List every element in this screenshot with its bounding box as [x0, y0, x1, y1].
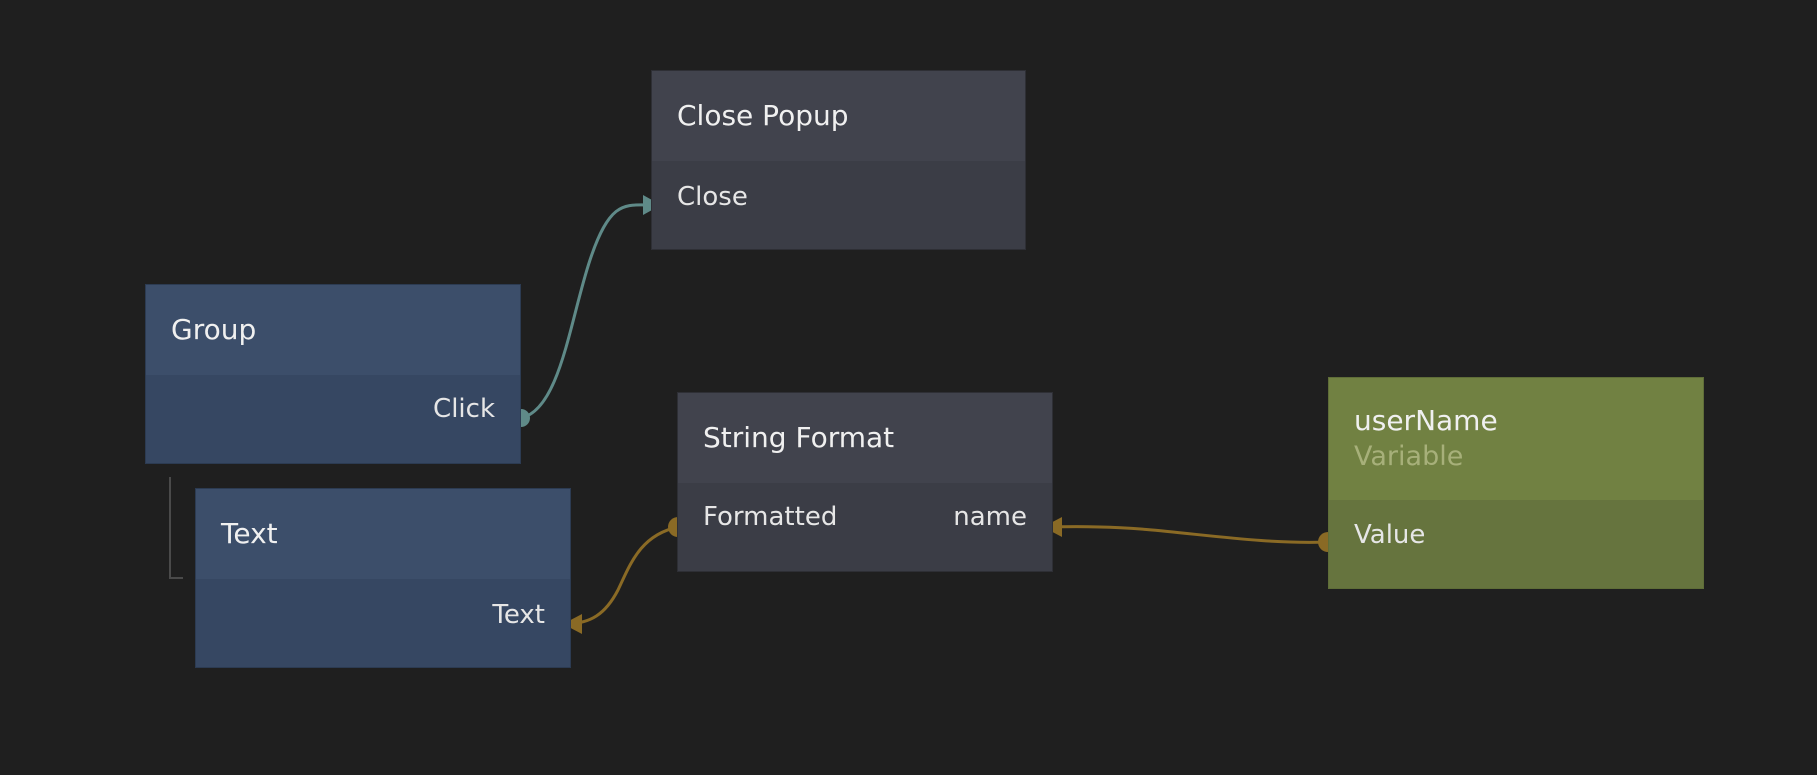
username-node-ports: Value: [1329, 500, 1703, 588]
group-node-header[interactable]: Group: [146, 285, 520, 375]
username-node-subtitle: Variable: [1354, 441, 1464, 472]
group-node[interactable]: Group Click: [145, 284, 521, 464]
hierarchy-child-connector: [169, 477, 183, 579]
string-format-name-port-label[interactable]: name: [953, 502, 1027, 532]
close-popup-node-ports: Close: [652, 161, 1025, 249]
close-popup-node-header[interactable]: Close Popup: [652, 71, 1025, 161]
string-format-node-ports: Formatted name: [678, 483, 1052, 571]
text-node-header[interactable]: Text: [196, 489, 570, 579]
text-node-ports: Text: [196, 579, 570, 667]
close-popup-close-port-label[interactable]: Close: [677, 182, 748, 212]
username-node-title: userName: [1354, 404, 1498, 437]
close-popup-node-title: Close Popup: [677, 99, 849, 132]
username-variable-node[interactable]: userName Variable Value: [1328, 377, 1704, 589]
text-text-port-label[interactable]: Text: [492, 600, 545, 630]
string-format-node-title: String Format: [703, 421, 895, 454]
username-node-header[interactable]: userName Variable: [1329, 378, 1703, 500]
wire-formatted-to-text[interactable]: [567, 525, 679, 626]
text-node[interactable]: Text Text: [195, 488, 571, 668]
group-click-port-label[interactable]: Click: [433, 394, 495, 424]
string-format-node-header[interactable]: String Format: [678, 393, 1052, 483]
string-format-node[interactable]: String Format Formatted name: [677, 392, 1053, 572]
text-node-title: Text: [221, 517, 278, 550]
wire-group-click-to-close-popup[interactable]: [520, 203, 651, 420]
group-node-title: Group: [171, 313, 257, 346]
wire-username-to-name[interactable]: [1044, 525, 1329, 544]
string-format-formatted-port-label[interactable]: Formatted: [703, 502, 838, 532]
close-popup-node[interactable]: Close Popup Close: [651, 70, 1026, 250]
username-value-port-label[interactable]: Value: [1354, 520, 1426, 550]
group-node-ports: Click: [146, 375, 520, 463]
